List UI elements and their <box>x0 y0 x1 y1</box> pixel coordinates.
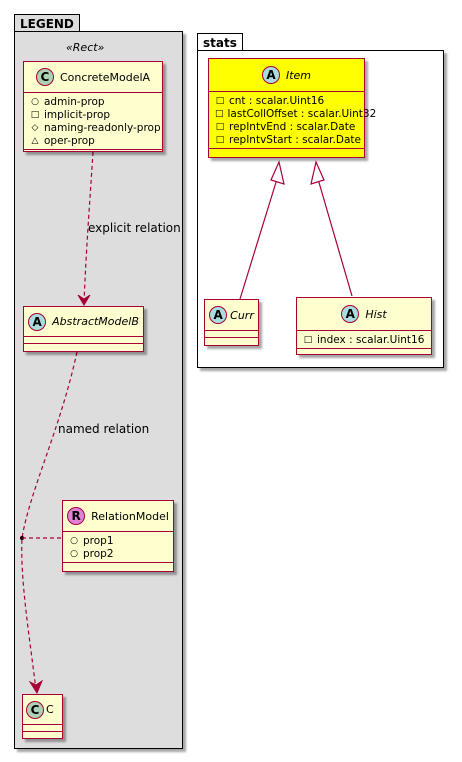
public-visibility-icon: ○ <box>31 96 39 107</box>
abstract-model-b-header: A AbstractModelB <box>24 307 143 337</box>
abstract-a-icon: A <box>209 306 228 324</box>
hist-attributes: □ index : scalar.Uint16 <box>297 331 431 349</box>
attribute-row: □ repIntvStart : scalar.Date <box>209 133 364 146</box>
relation-model-attributes: ○ prop1 ○ prop2 <box>63 532 173 563</box>
abstract-model-b-class: A AbstractModelB <box>23 306 144 352</box>
private-visibility-icon: □ <box>215 95 225 106</box>
class-c-icon: C <box>26 700 44 719</box>
attribute-text: repIntvEnd : scalar.Date <box>229 120 356 133</box>
protected-visibility-icon: ◇ <box>31 122 39 133</box>
curr-attributes <box>205 331 258 338</box>
relation-model-class: R RelationModel ○ prop1 ○ prop2 <box>62 500 174 572</box>
curr-inheritance-triangle <box>270 160 285 185</box>
private-visibility-icon: □ <box>215 134 225 145</box>
hist-inheritance-triangle <box>310 160 325 185</box>
abstract-model-b-attributes <box>24 337 143 344</box>
attribute-row: ◇ naming-readonly-prop <box>24 121 162 134</box>
item-header: A Item <box>209 59 364 92</box>
hist-name: Hist <box>365 307 387 321</box>
abstract-a-icon: A <box>341 305 360 323</box>
concrete-model-a-name: ConcreteModelA <box>59 70 151 84</box>
attribute-text: oper-prop <box>44 134 95 147</box>
attribute-text: prop1 <box>83 534 114 547</box>
c-attributes <box>23 725 62 732</box>
relation-r-icon: R <box>67 507 86 525</box>
item-name: Item <box>285 68 312 82</box>
c-name: C <box>46 703 54 716</box>
curr-inheritance-line <box>239 178 278 300</box>
package-visibility-icon: △ <box>31 135 39 146</box>
named-relation-line <box>21 351 78 691</box>
attribute-text: prop2 <box>83 547 114 560</box>
abstract-model-b-methods <box>24 344 143 351</box>
c-class: C C <box>22 694 63 739</box>
private-visibility-icon: □ <box>215 121 225 132</box>
item-class: A Item □ cnt : scalar.Uint16 □ lastCollO… <box>208 58 376 158</box>
attribute-row: ○ prop1 <box>63 534 173 547</box>
explicit-relation-line <box>83 151 94 305</box>
legend-package-tab: LEGEND <box>14 14 80 32</box>
private-visibility-icon: □ <box>215 108 224 119</box>
public-visibility-icon: ○ <box>70 535 78 546</box>
attribute-text: index : scalar.Uint16 <box>317 333 425 346</box>
private-visibility-icon: □ <box>303 334 313 345</box>
abstract-a-icon: A <box>261 66 280 84</box>
relation-model-header: R RelationModel <box>63 501 173 532</box>
concrete-model-a-methods <box>24 150 162 156</box>
legend-stereotype: «Rect» <box>66 41 105 54</box>
concrete-model-a-header: C ConcreteModelA <box>24 62 162 93</box>
curr-header: A Curr <box>205 300 258 331</box>
attribute-row: ○ prop2 <box>63 547 173 560</box>
stats-package-tab: stats <box>197 33 243 51</box>
relation-model-methods <box>63 563 173 569</box>
explicit-relation-arrowhead <box>77 294 91 306</box>
c-header: C C <box>23 695 62 725</box>
attribute-text: cnt : scalar.Uint16 <box>229 94 325 107</box>
hist-methods <box>297 349 431 354</box>
curr-class: A Curr <box>204 299 259 346</box>
attribute-row: △ oper-prop <box>24 134 162 147</box>
c-methods <box>23 732 62 738</box>
explicit-relation-label: explicit relation <box>88 221 181 235</box>
attribute-row: ○ admin-prop <box>24 95 162 108</box>
attribute-row: □ cnt : scalar.Uint16 <box>209 94 364 107</box>
concrete-model-a-class: C ConcreteModelA ○ admin-prop □ implicit… <box>23 61 163 152</box>
attribute-row: □ implicit-prop <box>24 108 162 121</box>
abstract-a-icon: A <box>28 312 47 331</box>
attribute-text: repIntvStart : scalar.Date <box>229 133 361 146</box>
hist-header: A Hist <box>297 298 431 331</box>
private-visibility-icon: □ <box>30 109 40 120</box>
attribute-text: implicit-prop <box>44 108 111 121</box>
abstract-model-b-name: AbstractModelB <box>52 315 139 328</box>
named-relation-label: named relation <box>58 422 150 436</box>
attribute-row: □ index : scalar.Uint16 <box>297 333 431 346</box>
public-visibility-icon: ○ <box>70 548 78 559</box>
concrete-model-a-attributes: ○ admin-prop □ implicit-prop ◇ naming-re… <box>24 93 162 150</box>
item-attributes: □ cnt : scalar.Uint16 □ lastCollOffset :… <box>209 92 376 149</box>
class-c-icon: C <box>35 68 54 86</box>
named-relation-arrowhead <box>28 679 44 695</box>
curr-name: Curr <box>230 308 254 322</box>
attribute-text: lastCollOffset : scalar.Uint32 <box>227 107 377 120</box>
attribute-row: □ repIntvEnd : scalar.Date <box>209 120 364 133</box>
hist-inheritance-line <box>317 178 353 297</box>
attribute-row: □ lastCollOffset : scalar.Uint32 <box>209 107 376 120</box>
hist-class: A Hist □ index : scalar.Uint16 <box>296 297 432 355</box>
relation-model-name: RelationModel <box>91 509 169 523</box>
attribute-text: naming-readonly-prop <box>44 121 161 134</box>
curr-methods <box>205 338 258 344</box>
attribute-text: admin-prop <box>44 95 105 108</box>
item-methods <box>209 149 364 155</box>
